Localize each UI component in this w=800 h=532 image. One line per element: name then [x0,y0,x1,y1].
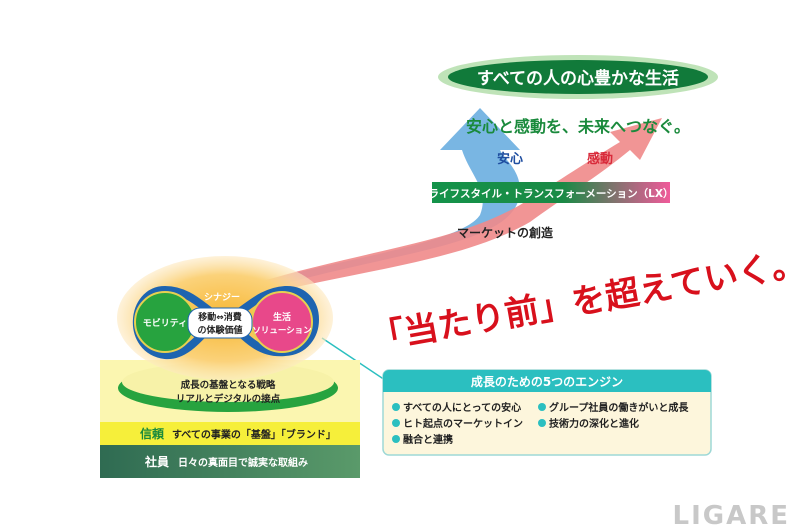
experience-value-line1: 移動⇔消費 [198,311,242,323]
engine-item: ヒト起点のマーケットイン [403,417,523,430]
lx-bar-text: ライフスタイル・トランスフォーメーション（LX） [429,187,674,200]
employees-label: 社員 [144,454,169,469]
experience-value-box [187,307,253,339]
tagline: 安心と感動を、未来へつなぐ。 [466,117,690,136]
engines-title: 成長のための5つのエンジン [471,374,623,389]
experience-value-line2: の体験価値 [197,324,242,336]
trust-text: すべての事業の「基盤」「ブランド」 [172,428,336,441]
platform-line2: リアルとデジタルの接点 [176,393,281,405]
connector-line [321,337,386,381]
mobility-label: モビリティ [143,317,187,329]
engine-item: 融合と連携 [403,433,453,446]
engine-item: すべての人にとっての安心 [403,401,521,414]
trust-label: 信頼 [140,426,165,441]
arrow-label-kando: 感動 [587,151,613,167]
life-solution-label2: ソリューション [252,326,312,336]
employees-layer [100,445,360,478]
trust-layer [100,422,360,445]
market-text: マーケットの創造 [457,225,554,240]
watermark: LIGARE [673,501,791,531]
synergy-label: シナジー [204,292,240,303]
platform-line1: 成長の基盤となる戦略 [181,379,276,391]
lx-bar [432,182,670,203]
arrow-label-anshin: 安心 [497,151,523,167]
engine-item: 技術力の深化と進化 [549,417,639,430]
slogan: 「当たり前」を超えていく。 [368,243,800,359]
employees-text: 日々の真面目で誠実な取組み [178,456,308,469]
engines-list: すべての人にとっての安心 グループ社員の働きがいと成長 ヒト起点のマーケットイン… [392,401,689,446]
goal-text: すべての人の心豊かな生活 [477,68,679,89]
engine-item: グループ社員の働きがいと成長 [549,401,689,414]
life-solution-label1: 生活 [273,311,291,323]
